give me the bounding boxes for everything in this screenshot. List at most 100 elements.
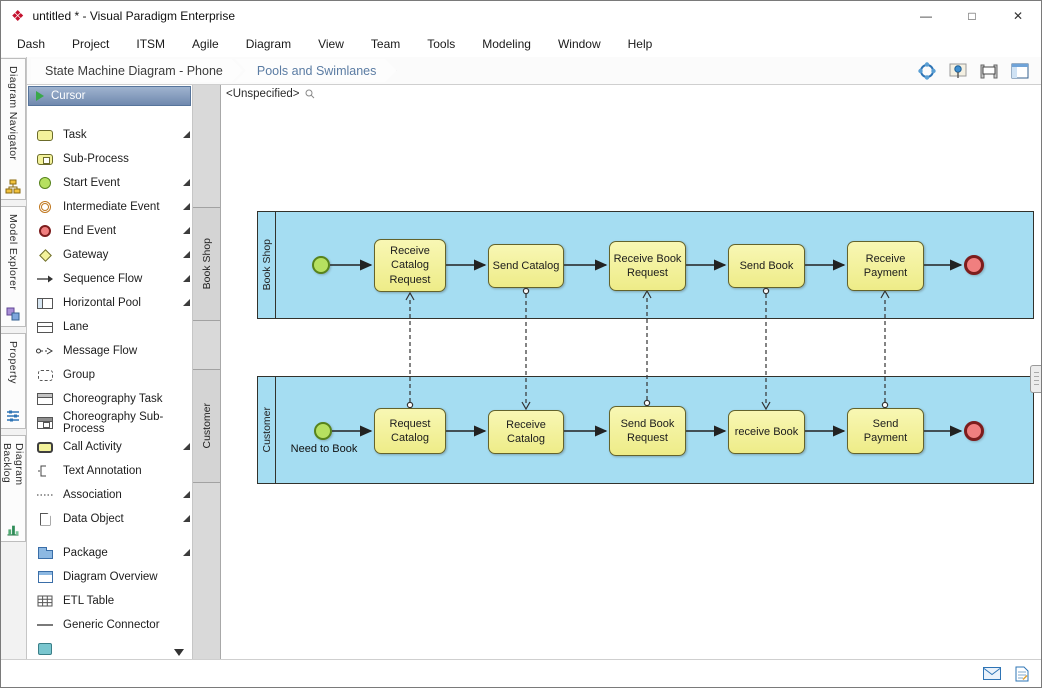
menu-diagram[interactable]: Diagram — [245, 37, 292, 51]
connector-layer — [330, 259, 963, 437]
visual-paradigm-logo-icon: ❖ — [11, 8, 25, 25]
task-receive-book[interactable]: receive Book — [728, 410, 805, 454]
task-send-catalog[interactable]: Send Catalog — [488, 244, 564, 288]
sidebar-tab-model-explorer[interactable]: Model Explorer — [1, 206, 26, 327]
sidebar-tab-property[interactable]: Property — [1, 333, 26, 429]
document-icon[interactable] — [1015, 666, 1029, 682]
palette-item-group[interactable]: Group — [27, 363, 192, 387]
tab-label: Property — [7, 341, 19, 384]
palette-item-hidden[interactable] — [27, 637, 192, 659]
expander-icon[interactable] — [183, 203, 190, 210]
palette-item-etl-table[interactable]: ETL Table — [27, 589, 192, 613]
palette-item-gateway[interactable]: Gateway — [27, 243, 192, 267]
expander-icon[interactable] — [183, 227, 190, 234]
window-title: untitled * - Visual Paradigm Enterprise — [32, 9, 235, 23]
sub-process-icon — [36, 151, 54, 167]
pool-strip-customer[interactable]: Customer — [193, 369, 220, 483]
menu-dash[interactable]: Dash — [17, 37, 46, 51]
palette-item-start-event[interactable]: Start Event — [27, 171, 192, 195]
palette-item-text-annotation[interactable]: Text Annotation — [27, 459, 192, 483]
start-event-book-shop[interactable] — [312, 256, 330, 274]
expander-icon[interactable] — [183, 549, 190, 556]
menu-bar: Dash Project ITSM Agile Diagram View Tea… — [1, 31, 1041, 57]
breadcrumb-tab-state-machine[interactable]: State Machine Diagram - Phone — [31, 59, 243, 82]
palette-item-intermediate-event[interactable]: Intermediate Event — [27, 195, 192, 219]
start-event-label: Need to Book — [290, 443, 358, 455]
palette-item-lane[interactable]: Lane — [27, 315, 192, 339]
panel-layout-icon[interactable] — [1009, 60, 1031, 82]
expander-icon[interactable] — [183, 491, 190, 498]
expander-icon[interactable] — [183, 131, 190, 138]
menu-team[interactable]: Team — [370, 37, 401, 51]
mail-icon[interactable] — [983, 667, 1001, 680]
task-receive-catalog[interactable]: Receive Catalog — [488, 410, 564, 454]
task-receive-catalog-request[interactable]: Receive Catalog Request — [374, 239, 446, 292]
expander-icon[interactable] — [183, 299, 190, 306]
sidebar-tab-diagram-navigator[interactable]: Diagram Navigator — [1, 58, 26, 200]
menu-modeling[interactable]: Modeling — [482, 37, 531, 51]
group-icon — [36, 367, 54, 383]
diagram-navigator-icon — [5, 179, 21, 194]
expander-icon[interactable] — [183, 251, 190, 258]
storyboard-icon[interactable] — [978, 60, 1000, 82]
palette-item-association[interactable]: Association — [27, 483, 192, 507]
palette-item-generic-connector[interactable]: Generic Connector — [27, 613, 192, 637]
palette-item-call-activity[interactable]: Call Activity — [27, 435, 192, 459]
pool-header-strip: Book Shop Customer — [193, 85, 221, 659]
pin-icon[interactable] — [947, 60, 969, 82]
cursor-label: Cursor — [51, 90, 86, 102]
diagram-overview-icon — [36, 569, 54, 585]
end-event-book-shop[interactable] — [964, 255, 984, 275]
expander-icon[interactable] — [183, 443, 190, 450]
palette-item-horizontal-pool[interactable]: Horizontal Pool — [27, 291, 192, 315]
palette-item-sequence-flow[interactable]: Sequence Flow — [27, 267, 192, 291]
horizontal-pool-icon — [36, 295, 54, 311]
vp-online-icon[interactable] — [916, 60, 938, 82]
task-receive-payment[interactable]: Receive Payment — [847, 241, 924, 291]
panel-collapse-handle[interactable] — [1030, 365, 1041, 393]
close-button[interactable]: ✕ — [1012, 9, 1024, 23]
expander-icon[interactable] — [183, 179, 190, 186]
end-event-customer[interactable] — [964, 421, 984, 441]
menu-help[interactable]: Help — [627, 37, 653, 51]
palette-item-task[interactable]: Task — [27, 123, 192, 147]
diagram-name-field[interactable]: <Unspecified> — [226, 88, 315, 100]
palette-item-data-object[interactable]: Data Object — [27, 507, 192, 531]
task-icon — [36, 127, 54, 143]
palette-scroll-down-icon[interactable] — [174, 649, 184, 656]
palette-item-choreography-sub-process[interactable]: Choreography Sub-Process — [27, 411, 192, 435]
task-request-catalog[interactable]: Request Catalog — [374, 408, 446, 454]
palette-item-sub-process[interactable]: Sub-Process — [27, 147, 192, 171]
maximize-button[interactable]: □ — [968, 9, 976, 23]
task-send-book[interactable]: Send Book — [728, 244, 805, 288]
task-send-book-request[interactable]: Send Book Request — [609, 406, 686, 456]
start-event-customer[interactable] — [314, 422, 332, 440]
menu-itsm[interactable]: ITSM — [136, 37, 166, 51]
palette-item-package[interactable]: Package — [27, 541, 192, 565]
palette-item-end-event[interactable]: End Event — [27, 219, 192, 243]
palette-item-diagram-overview[interactable]: Diagram Overview — [27, 565, 192, 589]
pool-name-band[interactable]: Customer — [258, 377, 276, 483]
intermediate-event-icon — [36, 199, 54, 215]
menu-view[interactable]: View — [318, 37, 344, 51]
menu-agile[interactable]: Agile — [192, 37, 219, 51]
expander-icon[interactable] — [183, 275, 190, 282]
generic-connector-icon — [36, 617, 54, 633]
menu-window[interactable]: Window — [557, 37, 601, 51]
diagram-canvas[interactable]: <Unspecified> Book Shop C — [221, 85, 1041, 659]
menu-project[interactable]: Project — [72, 37, 110, 51]
palette-item-message-flow[interactable]: Message Flow — [27, 339, 192, 363]
task-send-payment[interactable]: Send Payment — [847, 408, 924, 454]
breadcrumb-tab-pools-swimlanes[interactable]: Pools and Swimlanes — [235, 59, 397, 82]
choreography-task-icon — [36, 391, 54, 407]
palette-cursor-tool[interactable]: Cursor — [28, 86, 191, 106]
menu-tools[interactable]: Tools — [427, 37, 456, 51]
minimize-button[interactable]: — — [920, 9, 932, 23]
expander-icon[interactable] — [183, 515, 190, 522]
palette-item-choreography-task[interactable]: Choreography Task — [27, 387, 192, 411]
pool-name: Book Shop — [260, 239, 273, 291]
task-receive-book-request[interactable]: Receive Book Request — [609, 241, 686, 291]
pool-name-band[interactable]: Book Shop — [258, 212, 276, 318]
sidebar-tab-diagram-backlog[interactable]: Diagram Backlog — [1, 435, 26, 542]
pool-strip-book-shop[interactable]: Book Shop — [193, 207, 220, 321]
